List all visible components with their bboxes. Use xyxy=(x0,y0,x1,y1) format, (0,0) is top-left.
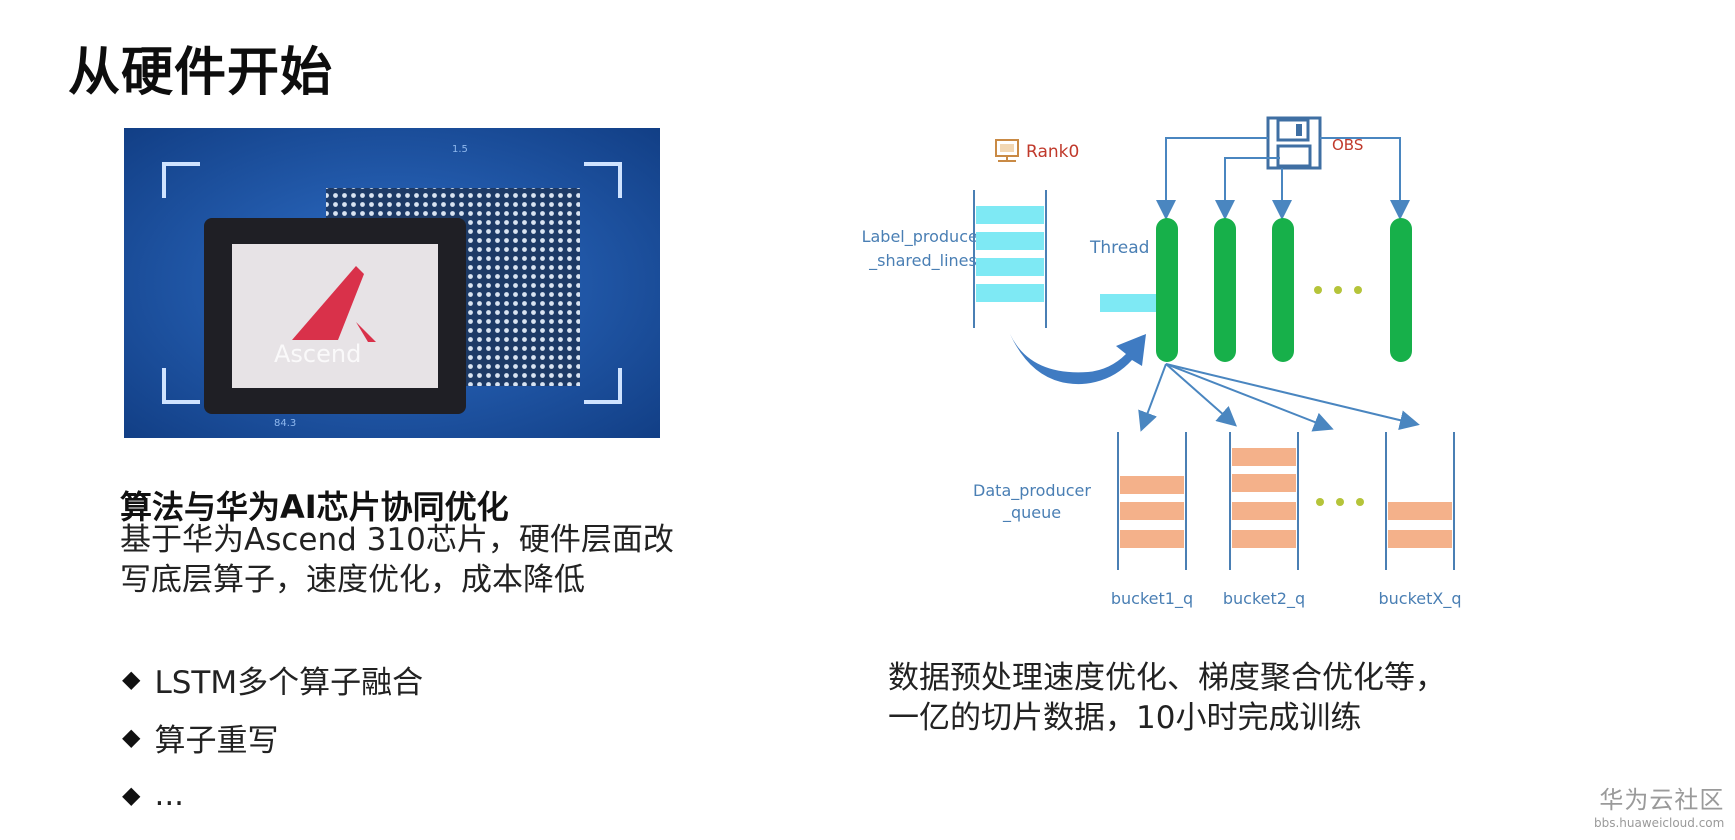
bucket-arrows xyxy=(1138,363,1420,432)
bucket-queue-2 xyxy=(1229,432,1299,570)
bucket-queue-x xyxy=(1385,432,1455,570)
label-queue xyxy=(973,190,1047,328)
ascend-logo-text: Ascend xyxy=(274,340,361,368)
diamond-bullet-icon: ◆ xyxy=(122,781,141,809)
ellipsis-dots xyxy=(1314,286,1362,294)
bucket-label: bucketX_q xyxy=(1378,589,1461,609)
right-description: 数据预处理速度优化、梯度聚合优化等， 一亿的切片数据，10小时完成训练 xyxy=(888,658,1508,738)
huawei-cloud-watermark: 华为云社区 bbs.huaweicloud.com xyxy=(1594,780,1724,830)
watermark-name: 华为云社区 xyxy=(1599,786,1725,814)
watermark-url: bbs.huaweicloud.com xyxy=(1594,816,1725,830)
data-pipeline-diagram: Rank0 OBS Label_producer _shared_lines T… xyxy=(862,116,1462,609)
diamond-bullet-icon: ◆ xyxy=(122,665,141,693)
thread-label: Thread xyxy=(1089,238,1149,258)
chip-tick-bottom: 84.3 xyxy=(274,418,296,429)
bucket-label: bucket1_q xyxy=(1111,589,1193,609)
bullet-text: 算子重写 xyxy=(154,722,279,759)
bullet-item: ◆ 算子重写 xyxy=(122,708,423,766)
chip-tick-top: 1.5 xyxy=(452,144,468,155)
bullet-text: ... xyxy=(154,777,185,813)
diamond-bullet-icon: ◆ xyxy=(122,723,141,751)
ascend-chip-image: 1.5 84.3 Ascend xyxy=(124,128,660,438)
section-heading: 算法与华为AI芯片协同优化 xyxy=(120,488,509,526)
frame-corners xyxy=(162,162,622,404)
bullet-item: ◆ ... xyxy=(122,766,423,824)
bullet-list: ◆ LSTM多个算子融合 ◆ 算子重写 ◆ ... xyxy=(122,650,423,824)
data-producer-label: Data_producer xyxy=(973,481,1091,501)
data-producer-label: _queue xyxy=(1002,503,1061,523)
curved-arrow-icon xyxy=(1010,334,1146,385)
right-description-line: 数据预处理速度优化、梯度聚合优化等， xyxy=(888,660,1446,696)
left-description-line: 写底层算子，速度优化，成本降低 xyxy=(120,562,585,598)
computer-icon xyxy=(995,139,1019,162)
slide-title: 从硬件开始 xyxy=(68,43,334,103)
left-description-line: 基于华为Ascend 310芯片，硬件层面改 xyxy=(120,522,674,558)
bucket-label: bucket2_q xyxy=(1223,589,1305,609)
floppy-disk-icon xyxy=(1266,116,1322,170)
rank-label: Rank0 xyxy=(1026,142,1079,162)
thread-workers xyxy=(1156,218,1412,362)
left-description: 基于华为Ascend 310芯片，硬件层面改 写底层算子，速度优化，成本降低 xyxy=(120,520,720,600)
label-producer-label: _shared_lines xyxy=(868,251,977,271)
ellipsis-dots xyxy=(1316,498,1364,506)
ascend-logo-mark xyxy=(292,266,364,340)
bullet-text: LSTM多个算子融合 xyxy=(154,664,424,701)
bucket-queue-1 xyxy=(1117,432,1187,570)
obs-label: OBS xyxy=(1332,136,1363,154)
bullet-item: ◆ LSTM多个算子融合 xyxy=(122,650,423,708)
right-description-line: 一亿的切片数据，10小时完成训练 xyxy=(888,700,1362,736)
label-producer-label: Label_producer xyxy=(862,227,985,247)
obs-arrows xyxy=(1156,137,1410,220)
thread-input-bar xyxy=(1100,294,1170,312)
